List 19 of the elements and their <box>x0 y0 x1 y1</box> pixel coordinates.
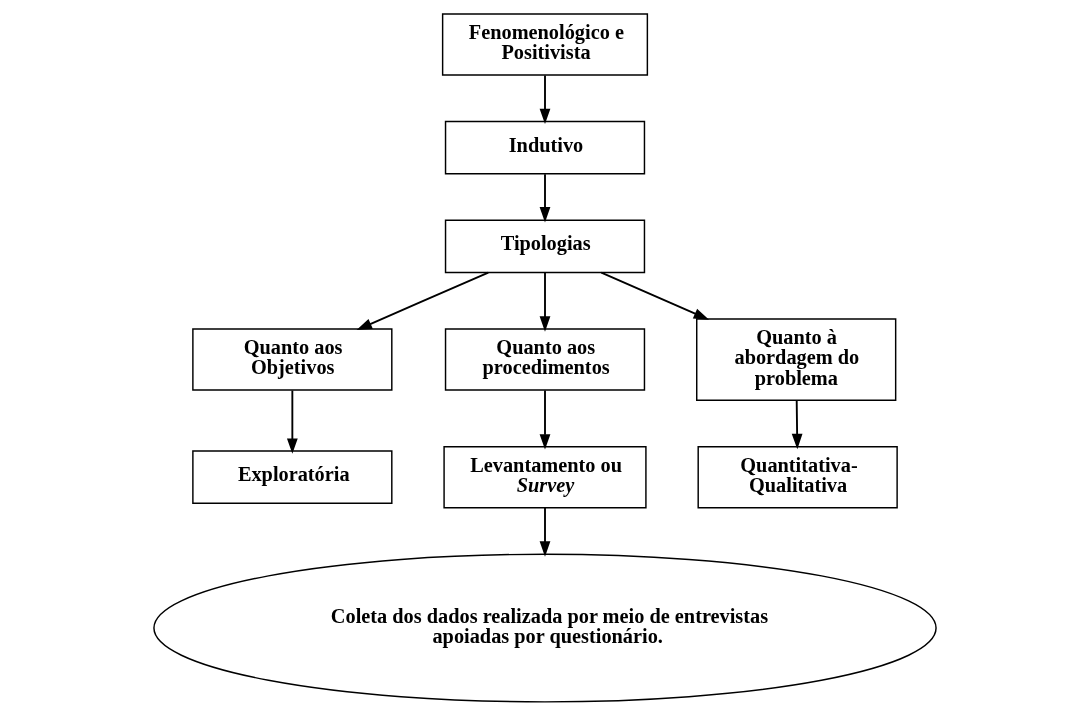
node-box: Quantitativa-Qualitativa <box>696 445 898 509</box>
node-box: Fenomenológico e Positivista <box>441 13 648 76</box>
node-box: Indutivo <box>444 120 645 175</box>
arrow <box>791 399 802 450</box>
node-box: Exploratória <box>191 450 393 505</box>
arrow <box>286 389 298 454</box>
node-box: Quanto aos Objetivos <box>191 328 393 391</box>
node-box: Quanto à abordagem do problema <box>695 318 896 401</box>
node-box: Quanto aos procedimentos <box>444 328 645 391</box>
node-ellipse: Coleta dos dados realizada por meio de entrevistas apoiadas por questionário. <box>152 553 937 703</box>
node-box: Levantamento ou Survey <box>442 445 647 509</box>
arrow <box>539 506 550 557</box>
arrow <box>539 271 550 332</box>
arrow <box>356 271 489 331</box>
arrow <box>599 271 709 320</box>
arrow <box>539 74 550 125</box>
arrow <box>539 173 550 223</box>
node-box: Tipologias <box>444 219 645 274</box>
arrow <box>539 389 550 450</box>
